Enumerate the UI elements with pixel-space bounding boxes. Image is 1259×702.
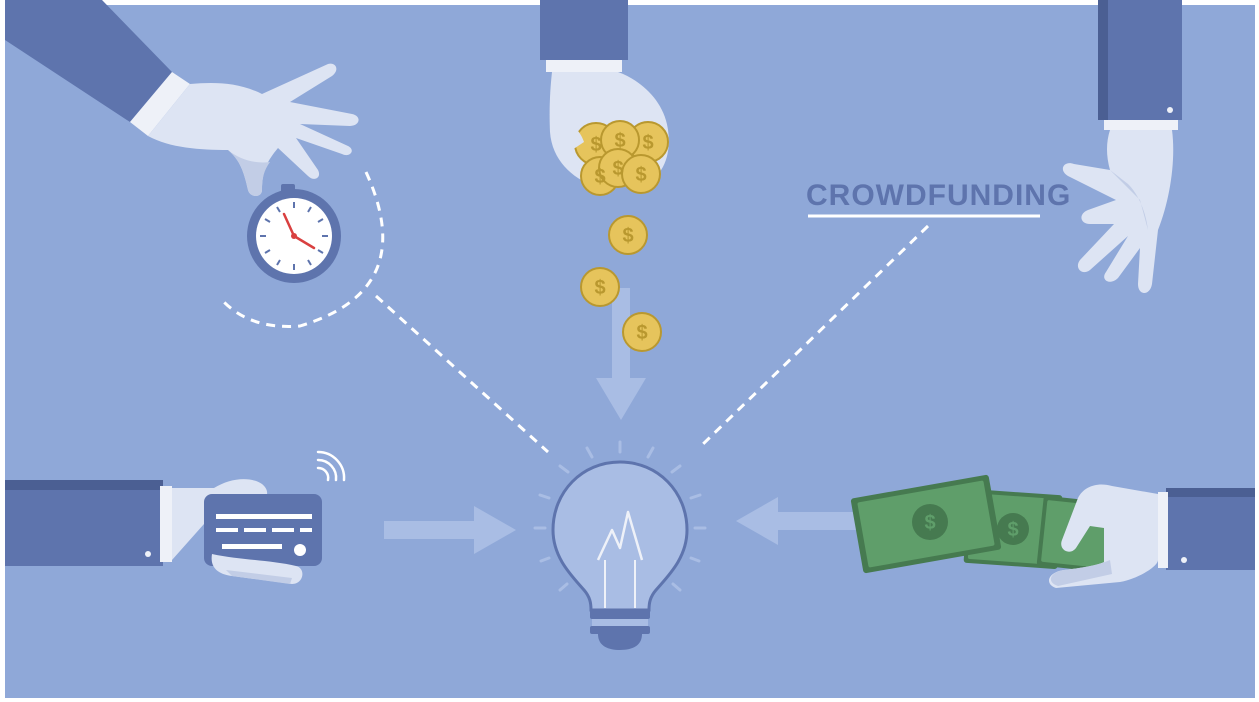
- coin-symbol: $: [636, 322, 647, 344]
- banknote-icon: [850, 474, 1002, 574]
- arrow-down: [596, 288, 646, 420]
- crowdfunding-label: CROWDFUNDING: [806, 179, 1071, 212]
- sleeve-top-right: [1098, 0, 1182, 120]
- arrow-left: [736, 497, 868, 545]
- sleeve-bottom-right: [1166, 488, 1255, 570]
- coin-symbol: $: [590, 134, 601, 156]
- coin-symbol: $: [594, 277, 605, 299]
- coin-icon: [621, 154, 661, 194]
- hand-bottom-right: [1049, 484, 1158, 588]
- bill-symbol: $: [924, 512, 935, 534]
- hand-with-banknotes: $ $: [850, 474, 1255, 588]
- coin-icon: [608, 215, 648, 255]
- hand-with-stopwatch: [5, 0, 359, 283]
- hand-with-crowdfunding-label: CROWDFUNDING: [806, 0, 1182, 293]
- arrow-right: [384, 506, 516, 554]
- coin-symbol: $: [635, 164, 646, 186]
- sleeve-top-left: [5, 0, 172, 122]
- dashed-arc-clock: [220, 171, 385, 328]
- sleeve-top-center: [540, 0, 628, 60]
- sleeve-bottom-left: [5, 480, 163, 566]
- contactless-icon: [316, 450, 346, 482]
- dashed-line-left: [374, 294, 550, 454]
- hand-with-credit-card: [5, 450, 346, 584]
- coin-symbol: $: [642, 132, 653, 154]
- light-bulb-icon: [533, 440, 707, 650]
- coin-icon: [580, 267, 620, 307]
- coin-icon: [622, 312, 662, 352]
- hand-dropping-coins: $ $ $ $ $ $ $ $ $: [540, 0, 669, 352]
- coin-symbol: $: [622, 225, 633, 247]
- hand-top-left: [148, 63, 359, 196]
- coin-symbol: $: [594, 166, 605, 188]
- bulb-filament: [596, 510, 644, 561]
- dashed-line-right: [698, 224, 930, 449]
- hand-top-right: [1062, 130, 1174, 293]
- bill-symbol: $: [1007, 519, 1018, 541]
- coin-symbol: $: [614, 130, 625, 152]
- coin-symbol: $: [612, 158, 623, 180]
